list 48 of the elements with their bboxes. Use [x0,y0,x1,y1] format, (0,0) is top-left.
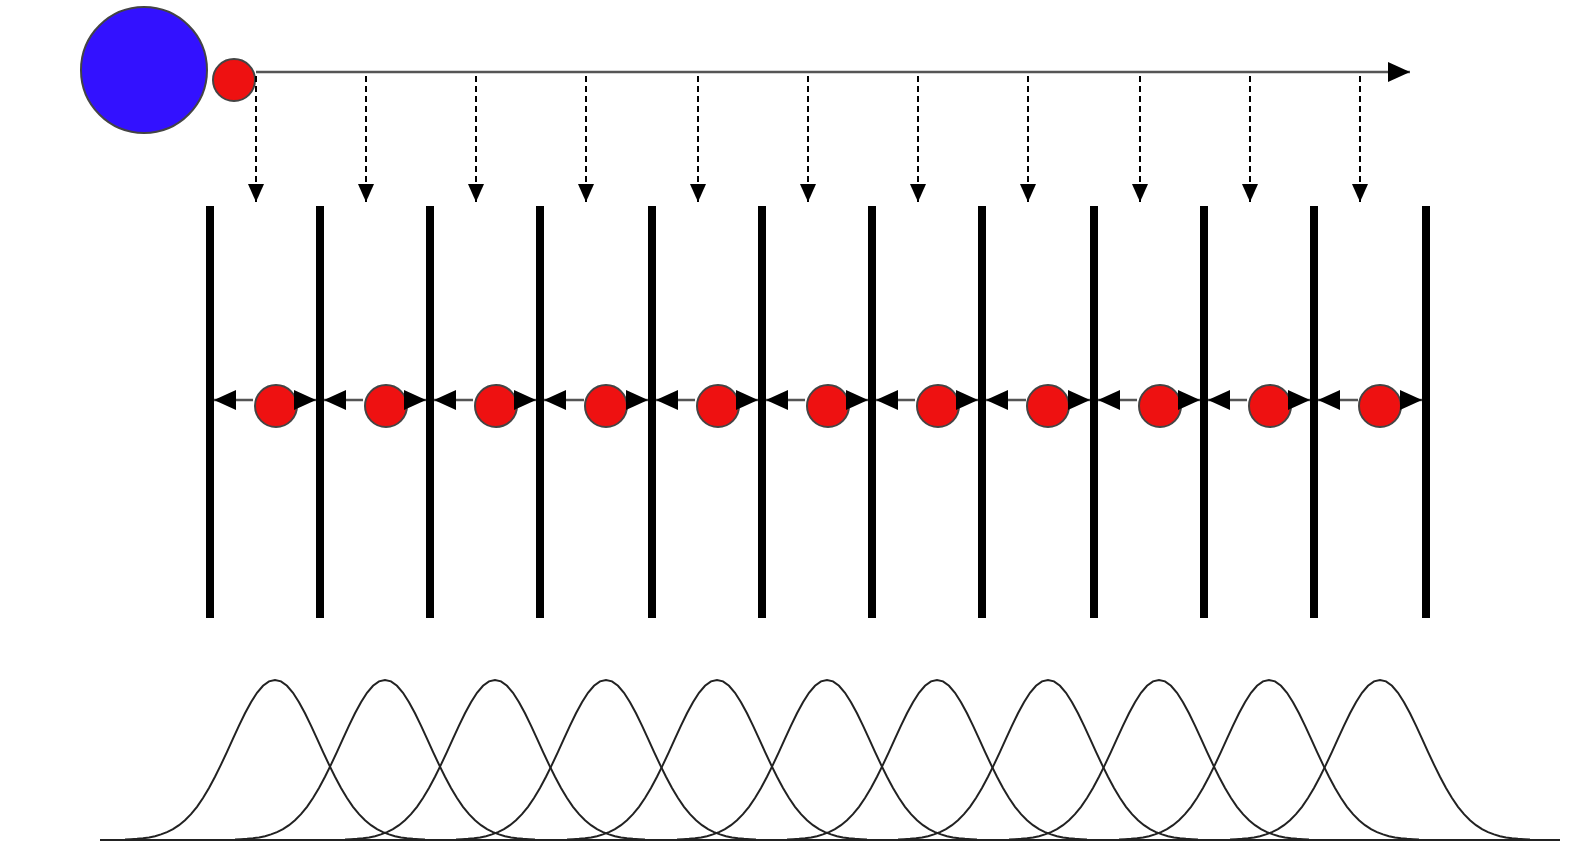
arrow [876,390,915,410]
ball [695,384,739,428]
arrow [256,62,1410,82]
ball [212,58,256,102]
wall-bar [316,206,324,618]
arrow [324,390,363,410]
wall-bar [978,206,986,618]
arrow [1288,390,1310,410]
wall-bar [536,206,544,618]
arrow [1098,390,1137,410]
wall-bar [206,206,214,618]
ball [584,384,628,428]
large-ball [80,6,208,134]
arrow [766,390,805,410]
arrow [1068,390,1090,410]
ball [805,384,849,428]
ball [253,384,297,428]
wall-bar [868,206,876,618]
wall-bar [426,206,434,618]
arrow [514,390,536,410]
ball [473,384,517,428]
arrow [656,390,695,410]
arrow [736,390,758,410]
arrow [986,390,1026,410]
ball [915,384,959,428]
ball [1137,384,1181,428]
wall-bar [648,206,656,618]
arrow [434,390,473,410]
ball [363,384,407,428]
arrow [1400,390,1422,410]
arrow [1178,390,1200,410]
ball [1247,384,1291,428]
wall-bar [1422,206,1430,618]
ball [1026,384,1070,428]
arrow [846,390,868,410]
arrow [404,390,426,410]
wall-bar [758,206,766,618]
ball [1358,384,1402,428]
wall-bar [1310,206,1318,618]
wall-bar [1200,206,1208,618]
arrow [544,390,584,410]
arrow [294,390,316,410]
arrow [1208,390,1247,410]
arrow [214,390,253,410]
arrow [626,390,648,410]
arrow [956,390,978,410]
arrow [1318,390,1358,410]
wall-bar [1090,206,1098,618]
